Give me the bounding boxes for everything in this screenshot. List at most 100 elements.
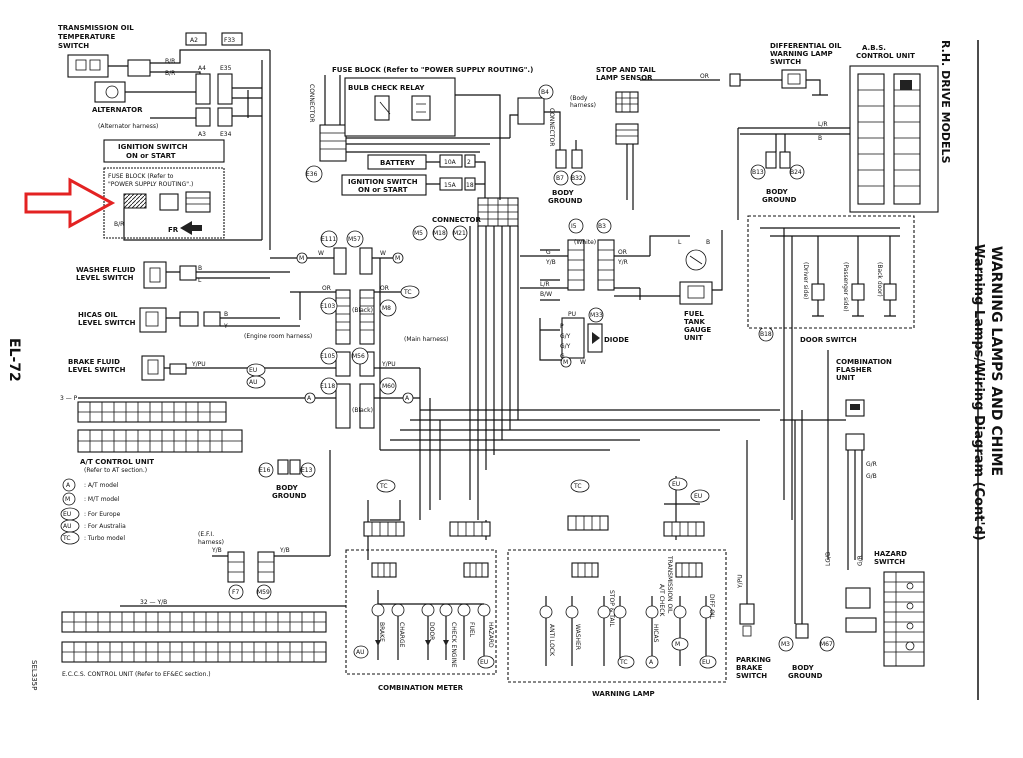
svg-text:15A: 15A [444,182,457,189]
svg-text:SWITCH: SWITCH [58,42,89,50]
svg-text:W: W [380,250,386,257]
svg-text:E35: E35 [220,65,232,72]
eu-au-markers: EU AU [246,363,266,389]
svg-text:BULB CHECK RELAY: BULB CHECK RELAY [348,84,425,92]
svg-text:EU: EU [694,493,702,500]
svg-text:A/T CONTROL UNIT: A/T CONTROL UNIT [80,458,154,466]
svg-text:M18: M18 [433,230,446,237]
svg-text:M60: M60 [382,383,395,390]
svg-text:TC: TC [573,483,582,490]
conn-a2: A2 [185,32,207,46]
brake-fluid-switch: BRAKE FLUID LEVEL SWITCH Y/PU [68,355,206,381]
svg-text:AU: AU [63,523,72,530]
svg-text:AU: AU [249,379,258,386]
svg-text:LEVEL SWITCH: LEVEL SWITCH [68,366,126,374]
svg-text:M33: M33 [590,312,603,319]
svg-text:: A/T model: : A/T model [84,482,119,489]
svg-text:(Body: (Body [570,95,588,102]
svg-text:FUSE BLOCK (Refer to: FUSE BLOCK (Refer to [108,173,174,180]
conn-a2-label: A2 [190,37,198,44]
body-ground-b7-b32: B7 B32 BODY GROUND [548,149,586,205]
models-title: R.H. DRIVE MODELS [939,40,952,164]
svg-text:TC: TC [619,659,628,666]
svg-text:DOOR SWITCH: DOOR SWITCH [800,336,857,344]
battery: BATTERY 10A 2 [367,154,476,170]
warning-connectors [663,521,705,537]
svg-text:A: A [649,659,654,666]
svg-text:ANTI LOCK: ANTI LOCK [548,624,555,657]
svg-text:: For Europe: : For Europe [84,511,121,518]
page-number: EL-72 [6,338,22,382]
svg-text:PARKING: PARKING [736,656,771,664]
svg-text:BODY: BODY [552,189,575,197]
svg-text:SWITCH: SWITCH [874,558,905,566]
svg-text:18: 18 [466,182,474,189]
fuel-tank-gauge: FUEL TANK GAUGE UNIT [679,249,713,342]
conn-e111-m57: E111 M57 [320,230,373,275]
svg-text:: Turbo model: : Turbo model [84,535,125,542]
hicas-oil-switch: HICAS OIL LEVEL SWITCH B Y [78,307,228,333]
svg-text:OR: OR [618,249,627,256]
svg-text:TRANSMISSION OIL: TRANSMISSION OIL [58,24,134,32]
svg-text:B24: B24 [790,169,802,176]
svg-text:3 — P: 3 — P [60,395,78,402]
conn-a3-e34: A3 E34 [195,107,233,138]
svg-text:E16: E16 [259,467,271,474]
svg-text:E.C.C.S. CONTROL UNIT (Refer t: E.C.C.S. CONTROL UNIT (Refer to EF&EC se… [62,671,211,678]
svg-text:(Driver side): (Driver side) [802,262,809,299]
abs-control-unit: A.B.S. CONTROL UNIT [849,44,939,213]
svg-text:BODY: BODY [276,484,299,492]
svg-text:A: A [405,395,410,402]
body-ground-e16-e13: E16 E13 BODY GROUND [258,459,316,500]
fuse-block-left: FUSE BLOCK (Refer to "POWER SUPPLY ROUTI… [103,167,262,241]
bulb-check-relay: BULB CHECK RELAY [344,77,456,137]
svg-text:L: L [678,239,682,246]
svg-text:B: B [198,265,202,272]
svg-text:F33: F33 [224,37,235,44]
svg-text:(Main harness): (Main harness) [404,336,449,343]
svg-text:GAUGE: GAUGE [684,326,711,334]
svg-text:B18: B18 [760,331,772,338]
svg-text:TANK: TANK [684,318,706,326]
svg-text:(White): (White) [574,239,596,246]
svg-text:BODY: BODY [792,664,815,672]
trans-oil-temp-switch: TRANSMISSION OIL TEMPERATURE SWITCH B/R … [58,24,175,78]
svg-text:M: M [563,359,568,366]
svg-text:32 — Y/B: 32 — Y/B [140,599,167,606]
svg-text:E13: E13 [301,467,313,474]
svg-text:IGNITION SWITCH: IGNITION SWITCH [348,178,418,186]
conn-f33: F33 [221,32,243,46]
svg-text:DOOR: DOOR [428,622,435,640]
svg-text:G/R: G/R [857,555,864,566]
svg-text:M: M [395,255,400,262]
svg-text:FLASHER: FLASHER [836,366,872,374]
svg-text:CONNECTOR: CONNECTOR [548,108,555,146]
svg-text:SWITCH: SWITCH [736,672,767,680]
svg-text:HAZARD: HAZARD [487,622,494,648]
svg-text:GROUND: GROUND [788,672,823,680]
svg-text:B32: B32 [571,175,583,182]
meter-connectors: TC TC [363,479,609,537]
svg-text:M57: M57 [348,236,361,243]
svg-text:CONNECTOR: CONNECTOR [308,84,315,122]
svg-text:A/T CHECK: A/T CHECK [658,584,665,617]
conn-e105-m56: E105 M56 [320,347,375,377]
svg-text:G/R: G/R [866,461,877,468]
svg-text:IGNITION SWITCH: IGNITION SWITCH [118,143,188,151]
svg-text:FR: FR [168,226,179,234]
efi-harness: (E.F.I. harness) F7 M59 [198,531,275,600]
svg-text:G: G [546,249,551,256]
svg-text:B3: B3 [598,223,606,230]
fr-arrow: FR [168,221,202,235]
stop-tail-lamp-sensor: STOP AND TAIL LAMP SENSOR [596,66,656,145]
svg-text:Y/B: Y/B [211,547,222,554]
svg-text:CHECK ENGINE: CHECK ENGINE [450,622,457,668]
svg-text:(E.F.I.: (E.F.I. [198,531,214,538]
svg-text:2: 2 [467,159,471,166]
svg-text:G: G [560,353,565,360]
svg-text:G/B: G/B [866,473,877,480]
svg-text:COMBINATION METER: COMBINATION METER [378,684,464,692]
svg-text:BRAKE: BRAKE [736,664,763,672]
svg-text:EU: EU [672,481,680,488]
svg-text:EU: EU [702,659,710,666]
